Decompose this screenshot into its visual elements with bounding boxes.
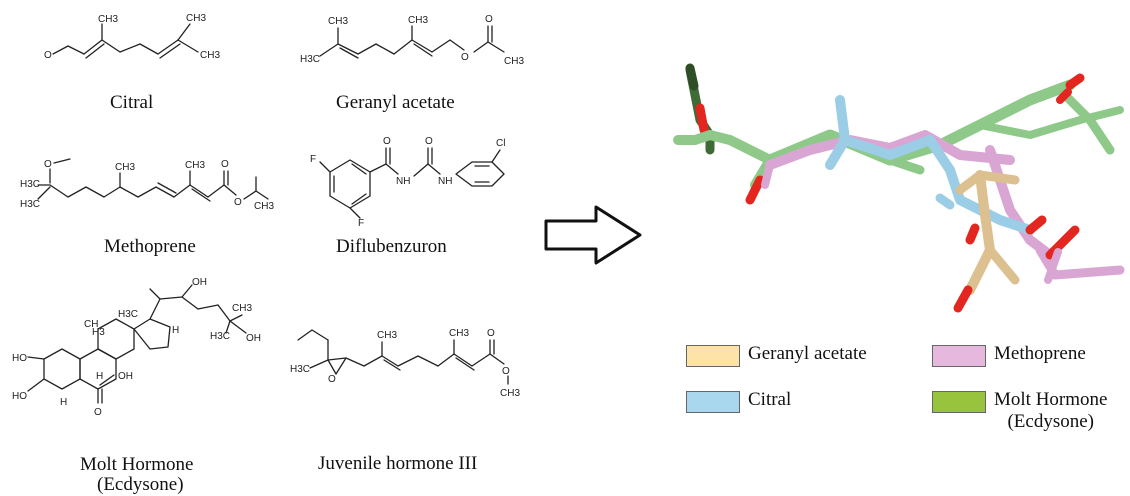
- atom-NH: NH: [396, 176, 410, 187]
- atom-H3C: H3C: [118, 309, 138, 320]
- atom-CH3: CH3: [232, 303, 252, 314]
- legend-swatch: [932, 391, 986, 413]
- geranyl-acetate-label: Geranyl acetate: [336, 92, 455, 113]
- atom-O: O: [44, 159, 52, 170]
- atom-O: O: [487, 328, 495, 339]
- atom-CH3: CH3: [115, 162, 135, 173]
- atom-O: O: [221, 159, 229, 170]
- atom-O: O: [328, 374, 336, 385]
- atom-H: H: [96, 371, 103, 382]
- legend-item-methoprene: Methoprene: [932, 343, 1086, 367]
- atom-HO: HO: [12, 353, 27, 364]
- atom-H3: H3: [92, 327, 105, 338]
- atom-OH: OH: [246, 333, 261, 344]
- atom-H: H: [60, 397, 67, 408]
- atom-O: O: [383, 136, 391, 147]
- juvenile-hormone-structure: O H3C CH3 CH3 O O CH3: [290, 328, 520, 399]
- legend-swatch: [686, 345, 740, 367]
- atom-H3C: H3C: [210, 331, 230, 342]
- ecdysone-label-line1: Molt Hormone: [80, 454, 194, 475]
- methoprene-structure: O H3C H3C CH3 CH3 O O CH3: [20, 158, 274, 212]
- atom-CH3: CH3: [328, 16, 348, 27]
- ecdysone-label-line2: (Ecdysone): [97, 474, 184, 495]
- citral-structure: O CH3 CH3 CH3: [44, 13, 220, 61]
- methoprene-label: Methoprene: [104, 236, 196, 257]
- atom-CH3: CH3: [200, 50, 220, 61]
- geranyl-acetate-structure: H3C CH3 CH3 O O CH3: [300, 14, 524, 67]
- atom-H: H: [172, 325, 179, 336]
- jh3-label: Juvenile hormone III: [318, 453, 478, 474]
- atom-CH3: CH3: [500, 388, 520, 399]
- atom-O: O: [502, 366, 510, 377]
- atom-O: O: [94, 407, 102, 418]
- diflubenzuron-label: Diflubenzuron: [336, 236, 447, 257]
- right-arrow-icon: [544, 205, 642, 265]
- legend-label: Molt Hormone (Ecdysone): [994, 389, 1107, 433]
- atom-O: O: [461, 52, 469, 63]
- atom-O: O: [425, 136, 433, 147]
- legend-label-line1: Molt Hormone: [994, 389, 1108, 410]
- atom-HO: HO: [12, 391, 27, 402]
- citral-label: Citral: [110, 92, 154, 113]
- legend-item-ecdysone: Molt Hormone (Ecdysone): [932, 389, 1107, 433]
- atom-H3C: H3C: [290, 364, 310, 375]
- legend-label: Methoprene: [994, 343, 1086, 364]
- legend-item-citral: Citral: [686, 389, 791, 413]
- atom-CH3: CH3: [504, 56, 524, 67]
- atom-F: F: [358, 218, 364, 229]
- legend-label-line2: (Ecdysone): [1007, 411, 1094, 432]
- atom-CH3: CH3: [185, 160, 205, 171]
- atom-CH3: CH3: [449, 328, 469, 339]
- diflubenzuron-structure: F F O NH O NH Cl: [310, 136, 505, 229]
- atom-Cl: Cl: [496, 138, 505, 149]
- atom-H3C: H3C: [20, 199, 40, 210]
- atom-H3C: H3C: [300, 54, 320, 65]
- legend-item-geranyl-acetate: Geranyl acetate: [686, 343, 867, 367]
- superposition-stick-model: [673, 63, 1125, 313]
- atom-CH3: CH3: [98, 14, 118, 25]
- atom-CH3: CH3: [408, 15, 428, 26]
- ecdysone-structure: OH OH H3C CH3 H3C CH H3 H H OH H O HO HO: [12, 277, 261, 418]
- atom-H3C: H3C: [20, 179, 40, 190]
- legend-label: Citral: [748, 389, 792, 410]
- atom-NH: NH: [438, 176, 452, 187]
- atom-CH3: CH3: [377, 330, 397, 341]
- legend-swatch: [686, 391, 740, 413]
- atom-CH: CH: [84, 319, 98, 330]
- legend-swatch: [932, 345, 986, 367]
- atom-OH: OH: [118, 371, 133, 382]
- atom-CH3: CH3: [254, 201, 274, 212]
- atom-O: O: [485, 14, 493, 25]
- legend-label: Geranyl acetate: [748, 343, 867, 364]
- atom-CH3: CH3: [186, 13, 206, 24]
- atom-O: O: [234, 197, 242, 208]
- atom-OH: OH: [192, 277, 207, 288]
- atom-F: F: [310, 154, 316, 165]
- atom-O: O: [44, 50, 52, 61]
